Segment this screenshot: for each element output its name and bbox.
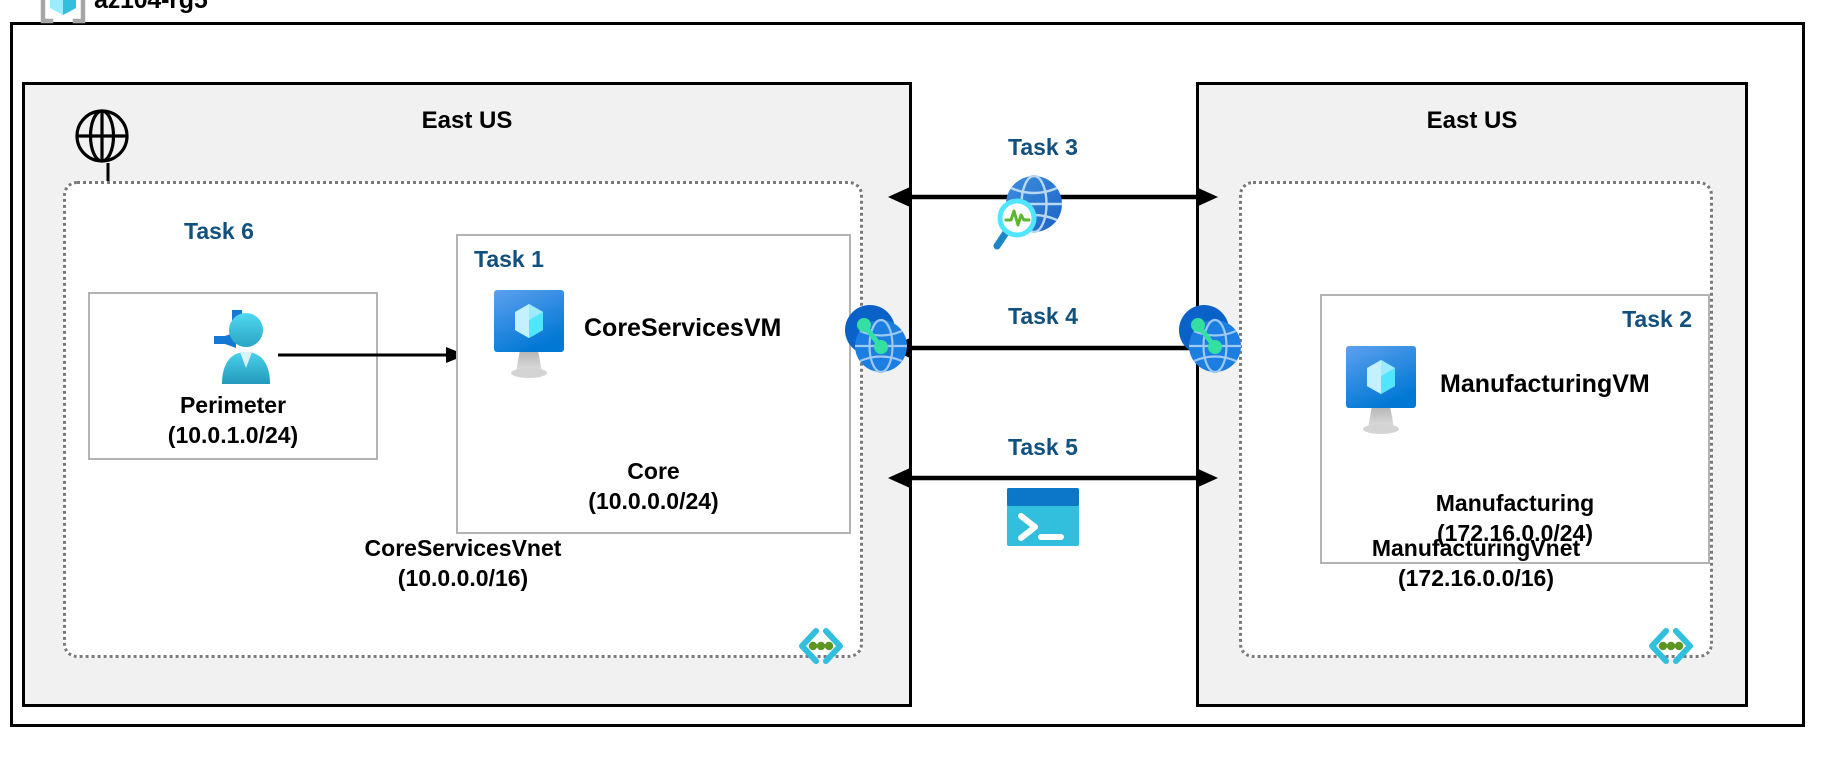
vnet-core-services: Task 6 <box>63 181 863 664</box>
region-east-us-left: East US Task 6 <box>22 82 912 707</box>
task-label-task4: Task 4 <box>1008 303 1078 329</box>
resource-group-icon <box>38 0 88 25</box>
subnet-perimeter-name: Perimeter <box>179 392 287 419</box>
subnet-perimeter: Perimeter (10.0.1.0/24) <box>88 292 378 460</box>
task-label-task1: Task 1 <box>474 246 544 272</box>
resource-group-name: az104-rg5 <box>94 0 208 15</box>
virtual-network-icon <box>1644 619 1698 673</box>
bastion-user-icon <box>198 306 276 391</box>
subnet-core-cidr: (10.0.0.0/24) <box>588 487 719 514</box>
task4-connection-arrow <box>888 336 1218 365</box>
virtual-machine-icon <box>490 288 568 385</box>
vnet-peering-icon-left <box>838 300 916 383</box>
subnet-core-name: Core <box>627 458 680 485</box>
subnet-perimeter-label: Perimeter (10.0.1.0/24) <box>90 391 376 450</box>
cloud-shell-icon <box>1005 486 1081 553</box>
subnet-manufacturing-label: Manufacturing (172.16.0.0/24) <box>1322 489 1708 548</box>
virtual-machine-icon <box>1342 344 1420 441</box>
task-label-task5: Task 5 <box>1008 434 1078 460</box>
subnet-manufacturing-name: Manufacturing <box>1435 490 1595 517</box>
vm-name-manufacturingvm: ManufacturingVM <box>1440 370 1650 398</box>
region-east-us-right: East US Task 2 <box>1196 82 1748 707</box>
task-label-task3: Task 3 <box>1008 134 1078 160</box>
vnet-manufacturing: Task 2 <box>1239 181 1713 664</box>
resource-group-frame <box>10 22 1805 727</box>
vnet-manufacturing-name: ManufacturingVnet <box>1371 535 1581 562</box>
globe-internet-icon <box>73 107 131 170</box>
network-watcher-icon <box>990 170 1072 257</box>
region-left-label: East US <box>421 107 513 134</box>
vnet-core-services-label: CoreServicesVnet (10.0.0.0/16) <box>66 534 860 593</box>
vm-name-coreservicesvm: CoreServicesVM <box>584 314 782 342</box>
vnet-peering-icon-right <box>1172 300 1250 383</box>
vnet-core-services-name: CoreServicesVnet <box>364 535 562 562</box>
subnet-core: Task 1 <box>456 234 851 534</box>
subnet-manufacturing-cidr: (172.16.0.0/24) <box>1436 519 1593 546</box>
subnet-core-label: Core (10.0.0.0/24) <box>458 457 849 516</box>
task-label-task2: Task 2 <box>1622 306 1692 332</box>
task5-connection-arrow <box>888 466 1218 495</box>
vnet-manufacturing-label: ManufacturingVnet (172.16.0.0/16) <box>1242 534 1710 593</box>
task-label-task6: Task 6 <box>184 218 254 244</box>
virtual-network-icon <box>794 619 848 673</box>
vnet-manufacturing-cidr: (172.16.0.0/16) <box>1397 564 1554 591</box>
vnet-core-services-cidr: (10.0.0.0/16) <box>397 564 529 591</box>
subnet-perimeter-cidr: (10.0.1.0/24) <box>167 421 299 448</box>
resource-group-header: az104-rg5 <box>34 0 218 25</box>
subnet-manufacturing: Task 2 <box>1320 294 1710 564</box>
region-right-label: East US <box>1426 107 1518 134</box>
perimeter-to-core-arrow <box>278 344 468 371</box>
